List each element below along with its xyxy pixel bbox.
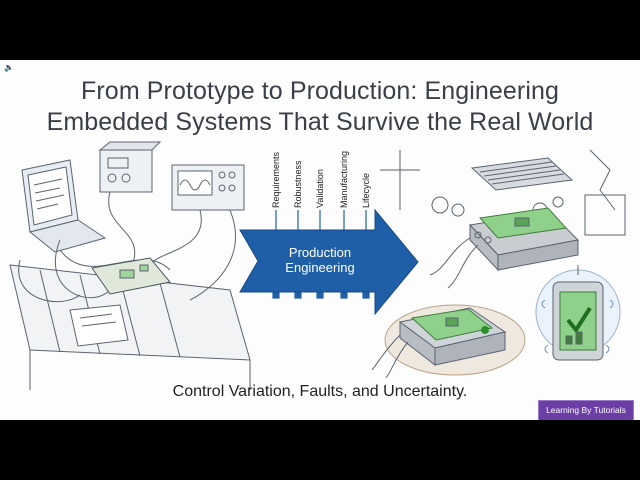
pillar-label-lifecycle: Lifecycle (361, 173, 371, 208)
production-engineering-arrow: Production Engineering (239, 208, 419, 316)
brand-badge[interactable]: Learning By Tutorials (538, 400, 634, 420)
pillar-label-validation: Validation (315, 169, 325, 208)
pillar-label-requirements: Requirements (271, 151, 281, 208)
speaker-icon[interactable]: 🔈 (4, 63, 14, 72)
slide-title: From Prototype to Production: Engineerin… (20, 76, 620, 138)
pillar-label-robustness: Robustness (293, 160, 303, 208)
arrow-label-line1: Production (289, 245, 351, 260)
slide: 🔈 From Prototype to Production: Engineer… (0, 60, 640, 420)
arrow-label-line2: Engineering (285, 260, 354, 275)
pillar-label-manufacturing: Manufacturing (339, 151, 349, 208)
slide-title-line1: From Prototype to Production: Engineerin… (81, 77, 559, 105)
prototype-workbench-illustration (9, 141, 251, 390)
slide-title-line2: Embedded Systems That Survive the Real W… (46, 108, 594, 136)
production-hardware-illustration (371, 149, 626, 379)
slide-subtitle: Control Variation, Faults, and Uncertain… (172, 383, 468, 400)
illustration: Requirements Robustness Validation Manuf… (9, 141, 626, 390)
